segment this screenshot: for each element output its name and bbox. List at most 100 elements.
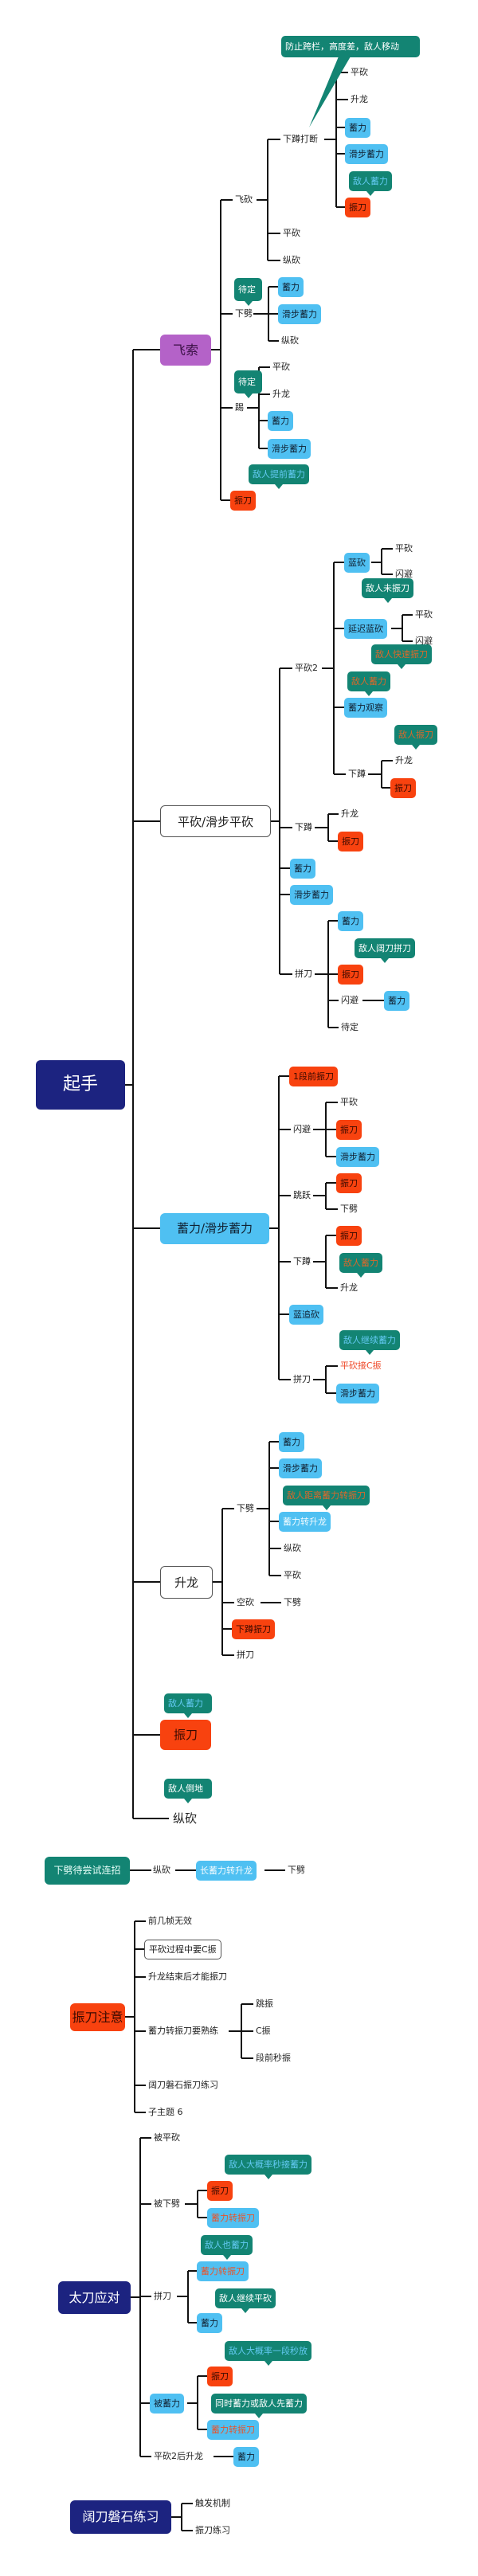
node[interactable]: 平砍: [272, 362, 290, 372]
root-topic-qishou[interactable]: 起手: [36, 1060, 125, 1110]
node-parry[interactable]: 振刀: [338, 831, 363, 851]
node-xiadun-daduan[interactable]: 下蹲打断: [283, 134, 318, 144]
node[interactable]: 振刀练习: [195, 2525, 230, 2535]
node-slide-charge[interactable]: 滑步蓄力: [336, 1146, 379, 1167]
node-slide-charge[interactable]: 滑步蓄力: [290, 884, 333, 905]
node[interactable]: 拼刀: [293, 1374, 311, 1384]
node[interactable]: 平砍: [415, 609, 433, 620]
node[interactable]: 纵砍: [281, 335, 299, 346]
node[interactable]: 纵砍: [283, 255, 300, 265]
node[interactable]: 平砍接C振: [340, 1360, 382, 1371]
node[interactable]: 纵砍: [153, 1865, 170, 1875]
node-parry[interactable]: 下蹲振刀: [232, 1619, 275, 1639]
node[interactable]: 被平砍: [154, 2132, 180, 2143]
node[interactable]: 跳跃: [293, 1190, 311, 1200]
node[interactable]: C振: [256, 2026, 271, 2036]
node[interactable]: 升龙: [341, 808, 358, 819]
node[interactable]: 闪避: [415, 636, 433, 646]
node-parry[interactable]: 振刀: [338, 964, 363, 985]
node-charge[interactable]: 蓄力: [279, 1431, 304, 1452]
node-charge[interactable]: 蓄力: [197, 2312, 222, 2333]
node-parry[interactable]: 振刀: [207, 2366, 233, 2386]
node[interactable]: 纵砍: [284, 1543, 301, 1553]
node-kick[interactable]: 踢: [235, 402, 244, 413]
node-parry[interactable]: 振刀: [207, 2180, 233, 2201]
node[interactable]: 平砍2后升龙: [154, 2451, 203, 2461]
topic-parry-notice[interactable]: 振刀注意: [70, 2002, 125, 2031]
topic-combo[interactable]: 下劈待尝试连招: [45, 1856, 130, 1885]
node[interactable]: 平砍2: [295, 663, 318, 673]
node[interactable]: 前几帧无效: [148, 1916, 192, 1926]
node[interactable]: 蓄力转振刀: [207, 2419, 259, 2440]
node[interactable]: 下蹲: [348, 769, 366, 779]
topic-taidao[interactable]: 太刀应对: [58, 2280, 131, 2314]
node[interactable]: 平砍: [284, 1570, 301, 1580]
node[interactable]: 升龙: [272, 389, 290, 399]
node[interactable]: 平砍: [351, 67, 368, 77]
node[interactable]: 拼刀: [154, 2291, 171, 2301]
node[interactable]: 拼刀: [295, 969, 312, 979]
topic-feisuo[interactable]: 飞索: [160, 334, 211, 366]
node[interactable]: 蓄力转振刀要熟练: [148, 2026, 218, 2036]
node-parry[interactable]: 振刀: [336, 1119, 362, 1140]
node-slide-charge[interactable]: 滑步蓄力: [336, 1383, 379, 1403]
node-charge[interactable]: 蓄力: [290, 858, 315, 879]
topic-zongkan[interactable]: 纵砍: [173, 1811, 198, 1826]
node-xiapi[interactable]: 下劈: [235, 308, 253, 319]
node[interactable]: 阔刀磐石振刀练习: [148, 2080, 218, 2090]
node[interactable]: 跳振: [256, 1999, 273, 2009]
node-slide-charge[interactable]: 滑步蓄力: [279, 1458, 322, 1478]
node[interactable]: 升龙结束后才能振刀: [148, 1971, 227, 1982]
node-slide-charge[interactable]: 滑步蓄力: [278, 303, 321, 324]
node[interactable]: 蓄力观察: [344, 697, 387, 718]
node-charge[interactable]: 蓄力: [384, 990, 409, 1011]
node-charge[interactable]: 蓄力: [278, 276, 304, 297]
node-slide-charge[interactable]: 滑步蓄力: [345, 143, 388, 164]
node[interactable]: 被下劈: [154, 2198, 180, 2209]
topic-shenglong[interactable]: 升龙: [160, 1565, 213, 1599]
node[interactable]: 空砍: [237, 1597, 254, 1607]
node[interactable]: 升龙: [340, 1282, 358, 1293]
node[interactable]: 闪避: [341, 995, 358, 1005]
node[interactable]: 平砍: [283, 228, 300, 238]
node-parry[interactable]: 振刀: [345, 197, 370, 217]
node[interactable]: 延迟蓝砍: [344, 618, 387, 639]
node[interactable]: 下蹲: [293, 1256, 311, 1266]
node-parry[interactable]: 1段前振刀: [289, 1066, 338, 1086]
node[interactable]: 平砍过程中要C振: [144, 1939, 221, 1959]
node[interactable]: 平砍: [340, 1097, 358, 1107]
node[interactable]: 平砍: [395, 543, 413, 554]
node[interactable]: 闪避: [395, 569, 413, 579]
node-charge[interactable]: 蓄力: [338, 910, 363, 931]
node-parry[interactable]: 振刀: [390, 777, 416, 798]
node-feikan[interactable]: 飞砍: [235, 194, 253, 205]
topic-pingkan[interactable]: 平砍/滑步平砍: [160, 805, 271, 837]
node-charge[interactable]: 蓄力: [268, 410, 293, 431]
topic-zhendao[interactable]: 振刀: [160, 1720, 211, 1750]
node[interactable]: 蓝砍: [344, 552, 370, 573]
node[interactable]: 蓄力转升龙: [279, 1511, 331, 1532]
topic-xuli[interactable]: 蓄力/滑步蓄力: [160, 1212, 269, 1244]
node[interactable]: 升龙: [351, 94, 368, 104]
node[interactable]: 蓝追砍: [289, 1304, 323, 1325]
node-parry[interactable]: 振刀: [230, 490, 256, 511]
node-charge[interactable]: 蓄力: [233, 2446, 259, 2467]
node[interactable]: 长蓄力转升龙: [196, 1860, 257, 1881]
node[interactable]: 闪避: [293, 1124, 311, 1134]
node[interactable]: 蓄力转振刀: [197, 2261, 249, 2281]
node[interactable]: 触发机制: [195, 2498, 230, 2508]
node[interactable]: 子主题 6: [148, 2107, 183, 2117]
node[interactable]: 下劈: [288, 1865, 305, 1875]
node-parry[interactable]: 振刀: [336, 1225, 362, 1246]
node[interactable]: 下劈: [237, 1503, 254, 1513]
node-parry[interactable]: 振刀: [336, 1173, 362, 1193]
node[interactable]: 被蓄力: [150, 2393, 184, 2414]
node[interactable]: 蓄力转振刀: [207, 2207, 259, 2228]
node[interactable]: 升龙: [395, 755, 413, 765]
topic-practice[interactable]: 阔刀磐石练习: [70, 2500, 171, 2534]
node[interactable]: 下劈: [340, 1204, 358, 1214]
node[interactable]: 下劈: [284, 1597, 301, 1607]
node-slide-charge[interactable]: 滑步蓄力: [268, 438, 311, 459]
node-charge[interactable]: 蓄力: [345, 117, 370, 138]
node[interactable]: 段前秒振: [256, 2053, 291, 2063]
